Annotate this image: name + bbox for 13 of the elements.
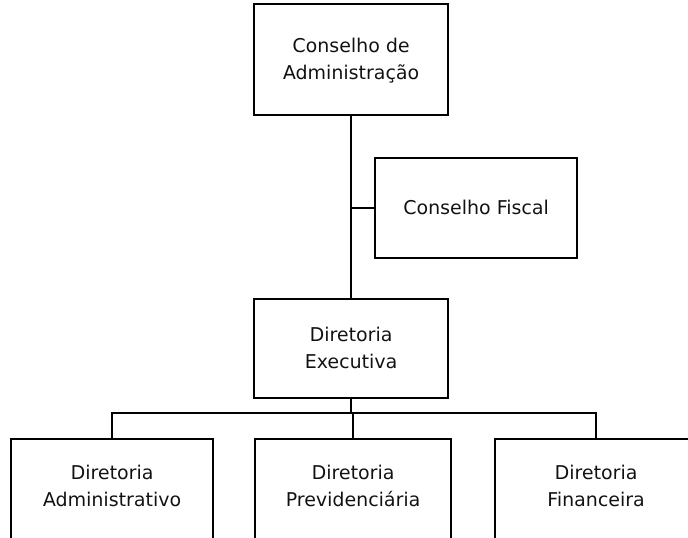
box-label: Conselho Fiscal — [403, 196, 549, 220]
org-box — [254, 438, 452, 538]
org-box — [253, 3, 449, 116]
org-box — [374, 157, 578, 259]
box-label: Diretoria Previdenciária — [284, 461, 422, 513]
box-label: Diretoria Financeira — [546, 461, 646, 513]
box-label: Diretoria Administrativo — [42, 461, 182, 513]
org-box — [10, 438, 214, 538]
connector-line — [350, 116, 374, 209]
box-label: Diretoria Executiva — [304, 322, 398, 374]
org-box — [253, 298, 449, 399]
box-label: Conselho de Administração — [282, 34, 420, 86]
org-box — [494, 438, 688, 538]
